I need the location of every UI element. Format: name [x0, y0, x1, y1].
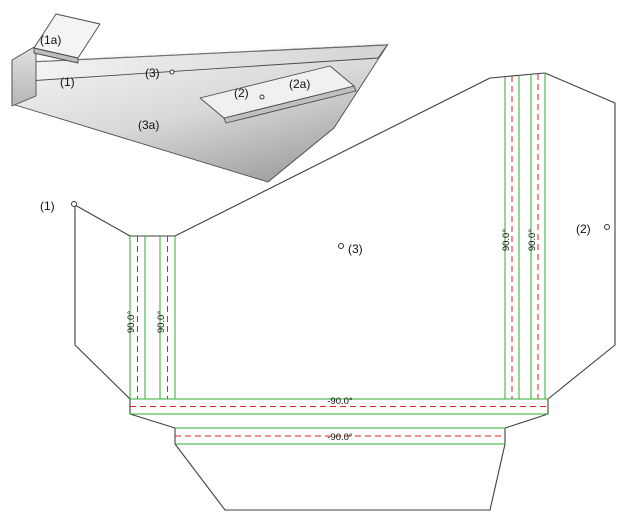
angle-label-right-a: 90.0° — [501, 229, 512, 251]
iso-view: (1a) (1) (3) (3a) (2) (2a) — [11, 13, 389, 183]
iso-point-marker-2[interactable] — [259, 94, 265, 100]
iso-label-3a: (3a) — [138, 118, 159, 132]
flat-label-2: (2) — [576, 222, 591, 236]
flat-point-marker-2[interactable] — [604, 224, 610, 230]
iso-flange-1a[interactable] — [33, 13, 101, 59]
angle-label-bottom-a: -90.0° — [327, 396, 353, 407]
iso-label-2: (2) — [234, 86, 249, 100]
iso-label-1a: (1a) — [40, 33, 61, 47]
flat-point-marker-3[interactable] — [338, 243, 344, 249]
angle-label-right-b: 90.0° — [527, 229, 538, 251]
iso-label-2a: (2a) — [289, 77, 310, 91]
angle-label-left-a: 90.0° — [126, 311, 137, 333]
bottom-bend-zone-1[interactable] — [130, 398, 548, 415]
right-bend-zone[interactable] — [504, 74, 546, 399]
flat-label-3: (3) — [348, 242, 363, 256]
angle-label-bottom-b: -90.0° — [327, 432, 353, 443]
flat-point-marker-1[interactable] — [71, 201, 77, 207]
bottom-bend-zone-2[interactable] — [175, 427, 505, 445]
iso-left-wall[interactable] — [11, 45, 37, 107]
iso-flange-2a[interactable] — [199, 65, 355, 119]
iso-label-3: (3) — [145, 66, 160, 80]
iso-point-marker-3[interactable] — [169, 69, 175, 75]
flat-label-1: (1) — [40, 199, 55, 213]
angle-label-left-b: 90.0° — [156, 311, 167, 333]
left-bend-zone[interactable] — [129, 236, 176, 399]
iso-label-1: (1) — [60, 75, 75, 89]
flat-pattern-view: 90.0° 90.0° 90.0° 90.0° -90.0° -90.0° (1… — [40, 72, 616, 511]
